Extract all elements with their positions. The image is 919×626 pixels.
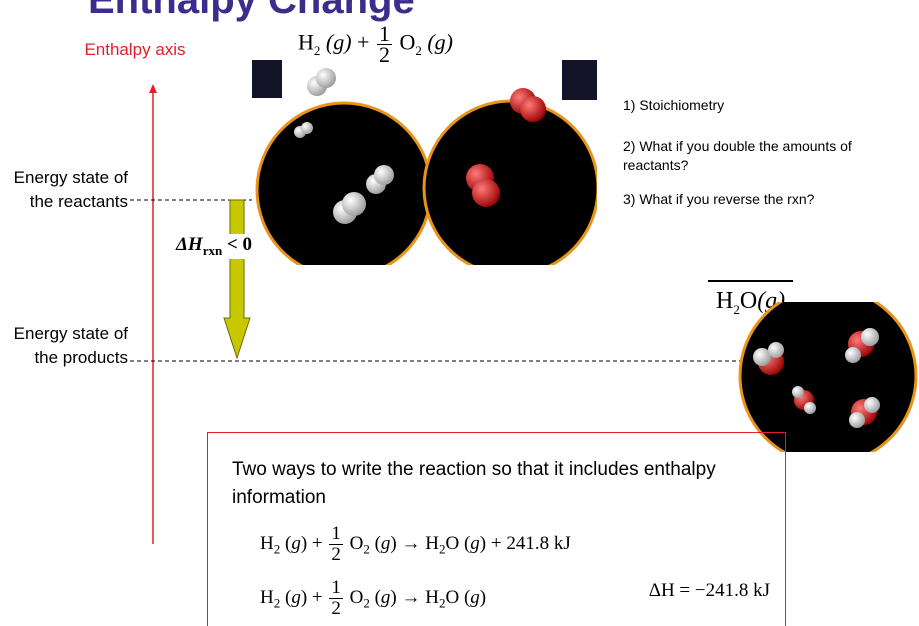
info-box — [207, 432, 786, 626]
enthalpy-axis — [149, 84, 157, 544]
question-1: 1) Stoichiometry — [623, 97, 725, 113]
question-3: 3) What if you reverse the rxn? — [623, 191, 815, 207]
page-title: Enthalpy Change — [88, 0, 415, 22]
delta-h-label: ΔHrxn < 0 — [176, 234, 253, 259]
reactant-molecules-image — [252, 60, 597, 265]
products-label: Energy state of the products — [13, 324, 128, 367]
reactants-label: Energy state of the reactants — [13, 168, 128, 211]
axis-label: Enthalpy axis — [84, 40, 186, 59]
info-text: Two ways to write the reaction so that i… — [232, 459, 716, 508]
product-molecules-image — [738, 302, 918, 452]
question-2: 2) What if you double the amounts of rea… — [623, 138, 852, 173]
enthalpy-arrow — [223, 199, 251, 360]
